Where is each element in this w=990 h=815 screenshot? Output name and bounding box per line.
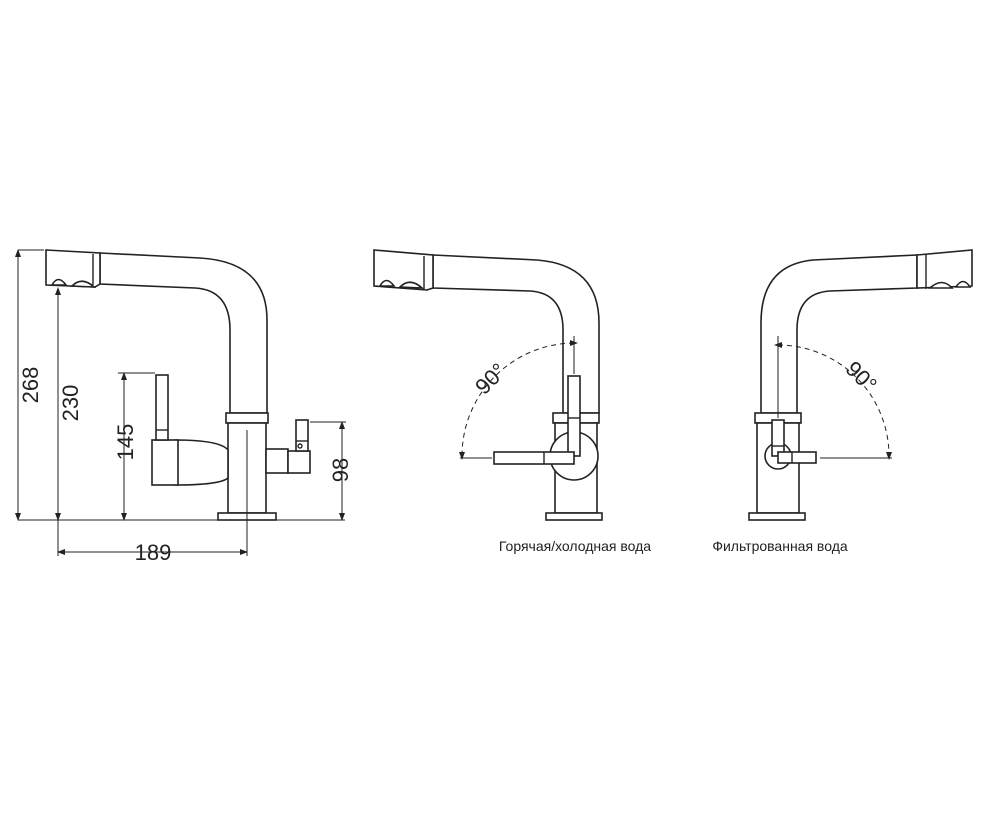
filtered-view: 90° Фильтрованная вода (712, 249, 973, 554)
spout (432, 254, 600, 414)
lever-horizontal (777, 451, 817, 464)
spout-head (45, 249, 101, 288)
caption-hot-cold: Горячая/холодная вода (499, 538, 651, 554)
filter-lever-handle (295, 419, 309, 452)
angle-label-filtered: 90° (841, 356, 882, 397)
body-base (545, 512, 603, 521)
dim-filter-height: 98 (328, 458, 353, 482)
dim-spout-reach: 189 (135, 540, 172, 565)
lever-horizontal (493, 451, 575, 465)
filter-valve-body (265, 448, 289, 474)
lever-vertical (567, 375, 581, 457)
spout-head (916, 249, 973, 289)
spout (760, 254, 918, 414)
main-valve-cap (151, 439, 179, 486)
dim-total-height: 268 (18, 367, 43, 404)
dim-spout-height: 230 (58, 385, 83, 422)
body-ring (225, 412, 269, 424)
spout-head (373, 249, 434, 291)
body-base (748, 512, 806, 521)
hot-cold-view: 90° Горячая/холодная вода (373, 249, 651, 554)
main-valve (174, 439, 229, 486)
lever-vertical (771, 419, 785, 457)
dim-lever-height: 145 (113, 424, 138, 461)
caption-filtered: Фильтрованная вода (712, 538, 848, 554)
filter-valve-cap (287, 450, 311, 474)
spout (99, 252, 268, 414)
angle-label-hot-cold: 90° (470, 358, 511, 399)
side-view: 268 230 145 98 189 (15, 249, 353, 565)
main-lever-handle (155, 374, 169, 441)
